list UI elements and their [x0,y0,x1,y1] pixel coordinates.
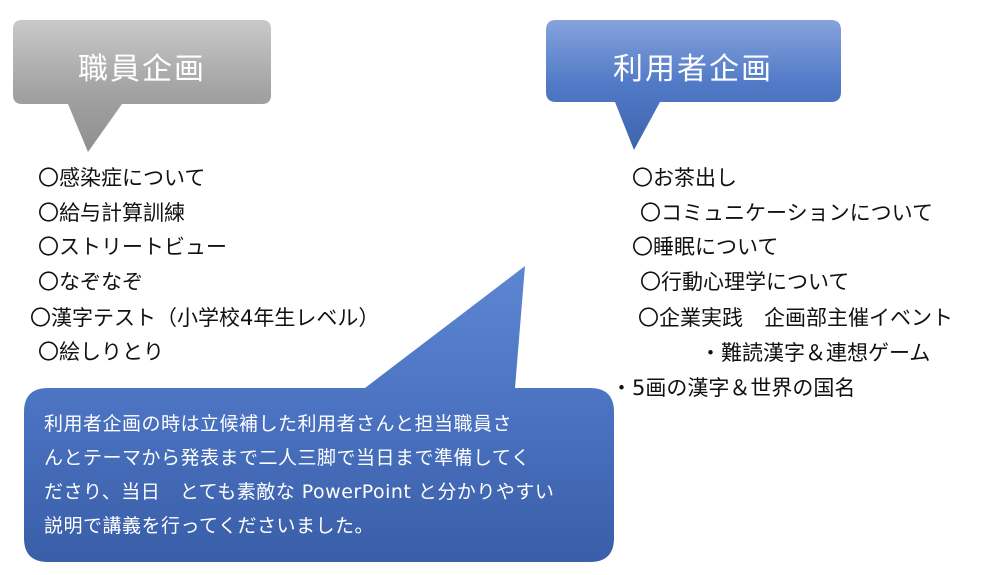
user-callout-title: 利用者企画 [613,52,773,87]
comment-line: んとテーマから発表まで二人三脚で当日まで準備してく [44,447,531,469]
user-item: 〇行動心理学について [640,270,850,294]
staff-item: 〇漢字テスト（小学校4年生レベル） [30,306,380,330]
user-item: 〇企業実践 企画部主催イベント [638,306,953,330]
staff-item: 〇感染症について [38,166,206,190]
comment-line: 利用者企画の時は立候補した利用者さんと担当職員さ [44,413,513,435]
comment-text: 利用者企画の時は立候補した利用者さんと担当職員さ んとテーマから発表まで二人三脚… [44,407,592,543]
user-subitem: ・難読漢字＆連想ゲーム [700,341,931,365]
comment-line: 説明で講義を行ってくださいました。 [44,515,374,537]
user-callout-bubble [546,20,841,150]
staff-item: 〇給与計算訓練 [38,201,185,225]
user-item: 〇コミュニケーションについて [640,201,933,225]
user-subitem: ・5画の漢字＆世界の国名 [611,376,856,400]
staff-callout-title: 職員企画 [78,52,206,87]
user-item: 〇お茶出し [632,166,737,190]
comment-line: ださり、当日 とても素敵な PowerPoint と分かりやすい [44,481,555,503]
comment-callout-bubble [24,266,614,562]
staff-item: 〇ストリートビュー [38,235,227,259]
user-item: 〇睡眠について [632,235,779,259]
staff-callout-bubble [13,20,271,152]
staff-item: 〇なぞなぞ [38,270,143,294]
staff-item: 〇絵しりとり [38,340,164,364]
